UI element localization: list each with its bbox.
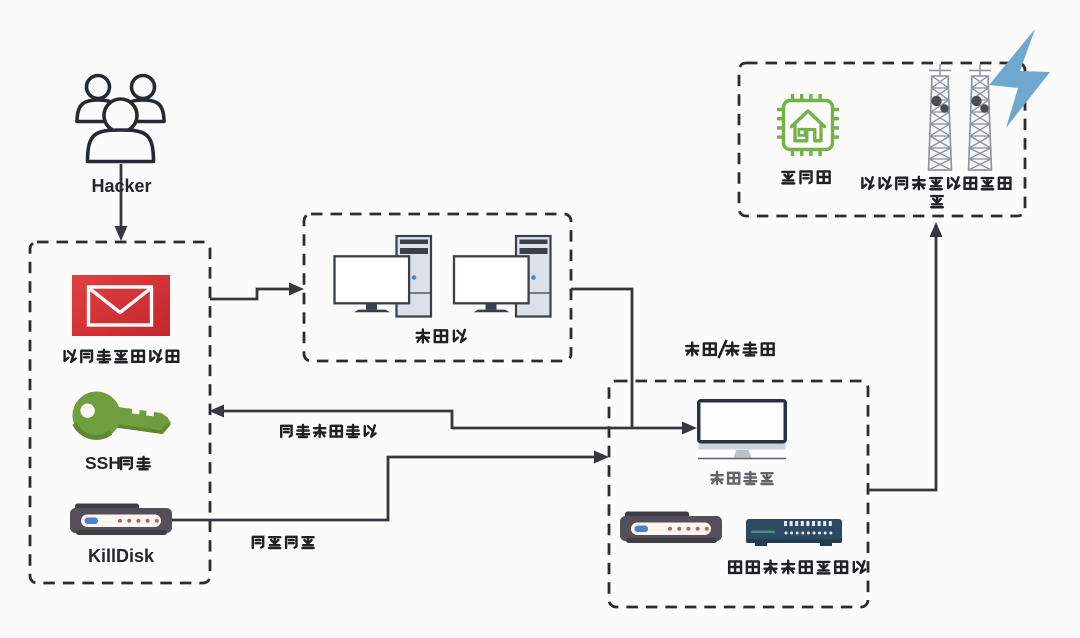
svg-text:KillDisk: KillDisk <box>88 546 155 566</box>
svg-text:Hacker: Hacker <box>91 176 151 196</box>
svg-text:SSH: SSH <box>85 453 121 473</box>
